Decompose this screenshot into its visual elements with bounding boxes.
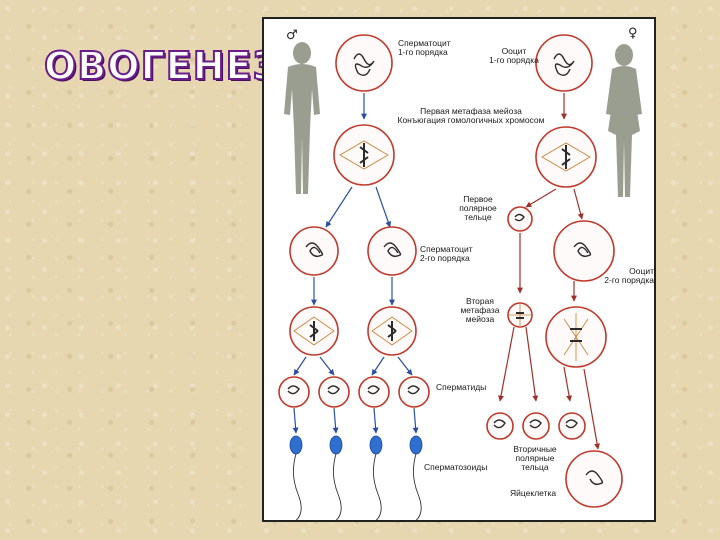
male-symbol: ♂ [286,28,298,43]
female-silhouette [606,44,642,197]
cell-second-polar-body-1 [486,412,514,440]
label-spermatids: Сперматиды [436,382,487,392]
label-spermatozoa: Спермато­зоиды [424,462,488,472]
meiosis-diagram-panel: ♂ ♀ [262,17,656,522]
cell-egg [565,450,623,508]
male-arrows [293,93,413,376]
label-first-polar-body: Первое полярное тельце [459,194,497,222]
cell-second-polar-body-3 [558,412,586,440]
label-second-polar-bodies: Вторичные полярные тельца [513,444,557,472]
cell-spermatocyte-2b [367,226,417,276]
cell-spermatid-3 [358,376,390,408]
label-oocyte-2: Ооцит 2-го порядка [604,266,654,285]
label-metaphase-2: Вторая метафаза мейоза [460,296,500,324]
cell-spermatid-4 [398,376,430,408]
label-spermatocyte-1: Сперматоцит 1-го порядка [398,38,451,57]
cell-first-polar-body [507,206,533,232]
female-symbol: ♀ [628,26,638,41]
female-arrows [498,93,601,450]
metaphase-chromosomes [309,143,582,342]
slide-title: ОВОГЕНЕЗ [43,43,281,89]
cell-spermatid-2 [318,376,350,408]
spindles [293,140,591,361]
cell-spermatocyte-2a [289,226,339,276]
cell-oocyte-1 [535,34,593,92]
meiosis-diagram: ♂ ♀ [278,26,642,520]
label-oocyte-1: Ооцит 1-го порядка [489,46,539,65]
label-metaphase-1: Первая метафаза мейоза Конъюгация гомоло… [397,106,545,125]
cell-second-polar-body-2 [522,412,550,440]
male-silhouette [284,42,320,194]
cell-spermatocyte-1 [335,34,393,92]
spermatozoa [289,407,423,520]
label-spermatocyte-2: Сперматоцит 2-го порядка [420,244,473,263]
chromatin [287,53,604,486]
cell-spermatid-1 [278,376,310,408]
cell-oocyte-2 [553,220,615,282]
label-egg: Яйцеклетка [510,488,557,498]
